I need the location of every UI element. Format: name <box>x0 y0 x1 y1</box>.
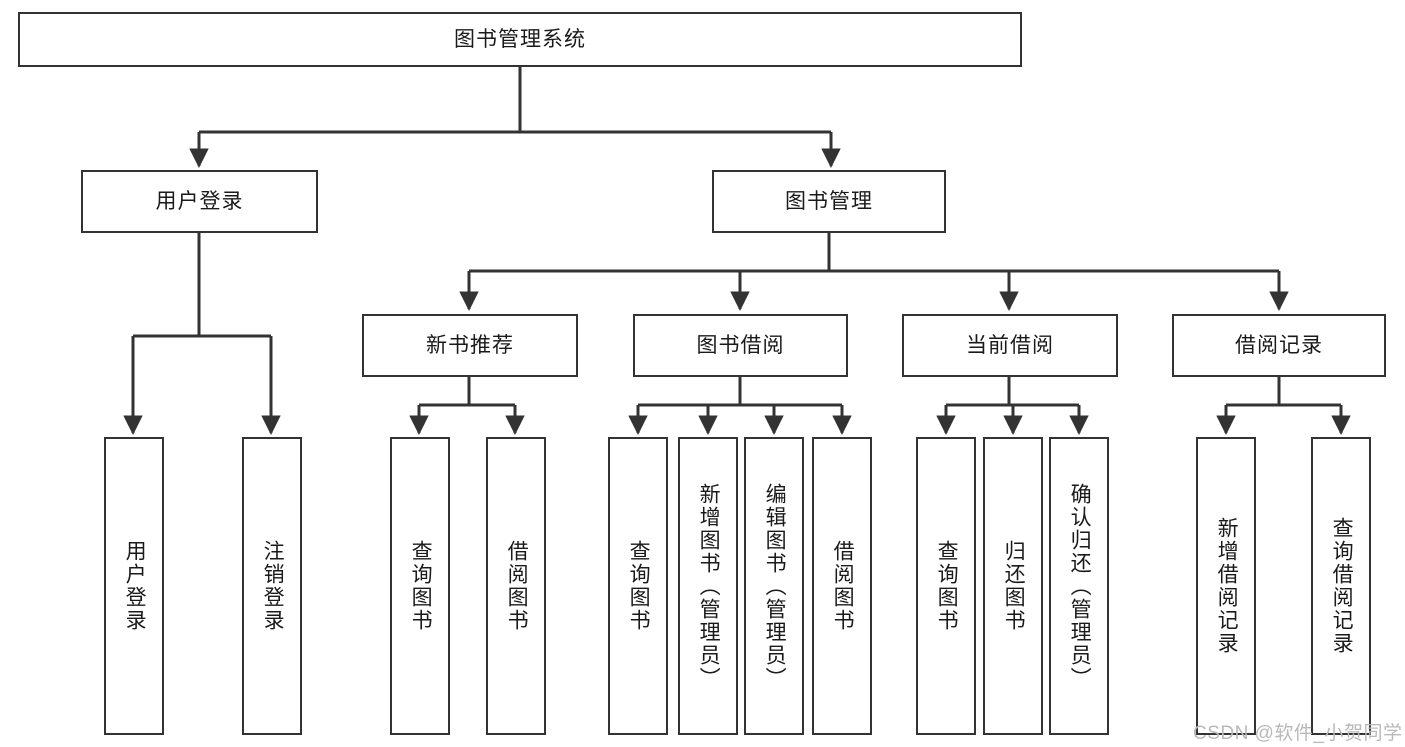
leaf-newbook-query-book[interactable]: 查询图书 <box>390 437 450 735</box>
node-book-management-label: 图书管理 <box>785 189 873 213</box>
leaf-label: 用户登录 <box>123 540 147 632</box>
node-current-borrow-label: 当前借阅 <box>966 333 1054 357</box>
leaf-borrow-add-book-admin[interactable]: 新增图书（管理员） <box>678 437 738 735</box>
leaf-label: 借阅图书 <box>505 540 529 632</box>
node-root-label: 图书管理系统 <box>454 27 586 51</box>
node-borrow-records-label: 借阅记录 <box>1235 333 1323 357</box>
leaf-login-logout[interactable]: 注销登录 <box>242 437 302 735</box>
node-borrow-records[interactable]: 借阅记录 <box>1172 314 1386 377</box>
node-book-borrow[interactable]: 图书借阅 <box>633 314 848 377</box>
leaf-records-add-record[interactable]: 新增借阅记录 <box>1196 437 1256 735</box>
leaf-newbook-borrow-book[interactable]: 借阅图书 <box>486 437 546 735</box>
leaf-records-query-record[interactable]: 查询借阅记录 <box>1311 437 1371 735</box>
leaf-label: 归还图书 <box>1002 540 1026 632</box>
leaf-current-return-book[interactable]: 归还图书 <box>983 437 1043 735</box>
leaf-borrow-borrow-book[interactable]: 借阅图书 <box>812 437 872 735</box>
leaf-label: 编辑图书（管理员） <box>763 482 787 690</box>
node-new-book-recommend-label: 新书推荐 <box>426 333 514 357</box>
leaf-borrow-query-book[interactable]: 查询图书 <box>608 437 668 735</box>
leaf-label: 新增借阅记录 <box>1215 517 1239 655</box>
leaf-label: 查询图书 <box>935 540 959 632</box>
leaf-label: 新增图书（管理员） <box>697 482 721 690</box>
node-new-book-recommend[interactable]: 新书推荐 <box>362 314 578 377</box>
leaf-borrow-edit-book-admin[interactable]: 编辑图书（管理员） <box>744 437 804 735</box>
leaf-label: 确认归还（管理员） <box>1068 482 1092 690</box>
leaf-current-confirm-return-admin[interactable]: 确认归还（管理员） <box>1049 437 1109 735</box>
node-book-borrow-label: 图书借阅 <box>696 333 785 357</box>
leaf-label: 查询借阅记录 <box>1330 517 1354 655</box>
leaf-label: 查询图书 <box>627 540 651 632</box>
csdn-watermark: CSDN @软件_小贺同学 <box>1193 723 1403 744</box>
node-user-login[interactable]: 用户登录 <box>81 170 318 233</box>
leaf-current-query-book[interactable]: 查询图书 <box>916 437 976 735</box>
node-book-management[interactable]: 图书管理 <box>712 170 946 233</box>
leaf-login-user-login[interactable]: 用户登录 <box>104 437 164 735</box>
node-root[interactable]: 图书管理系统 <box>18 12 1022 67</box>
node-user-login-label: 用户登录 <box>155 189 244 213</box>
leaf-label: 借阅图书 <box>831 540 855 632</box>
leaf-label: 查询图书 <box>409 540 433 632</box>
leaf-label: 注销登录 <box>261 540 285 632</box>
node-current-borrow[interactable]: 当前借阅 <box>902 314 1118 377</box>
